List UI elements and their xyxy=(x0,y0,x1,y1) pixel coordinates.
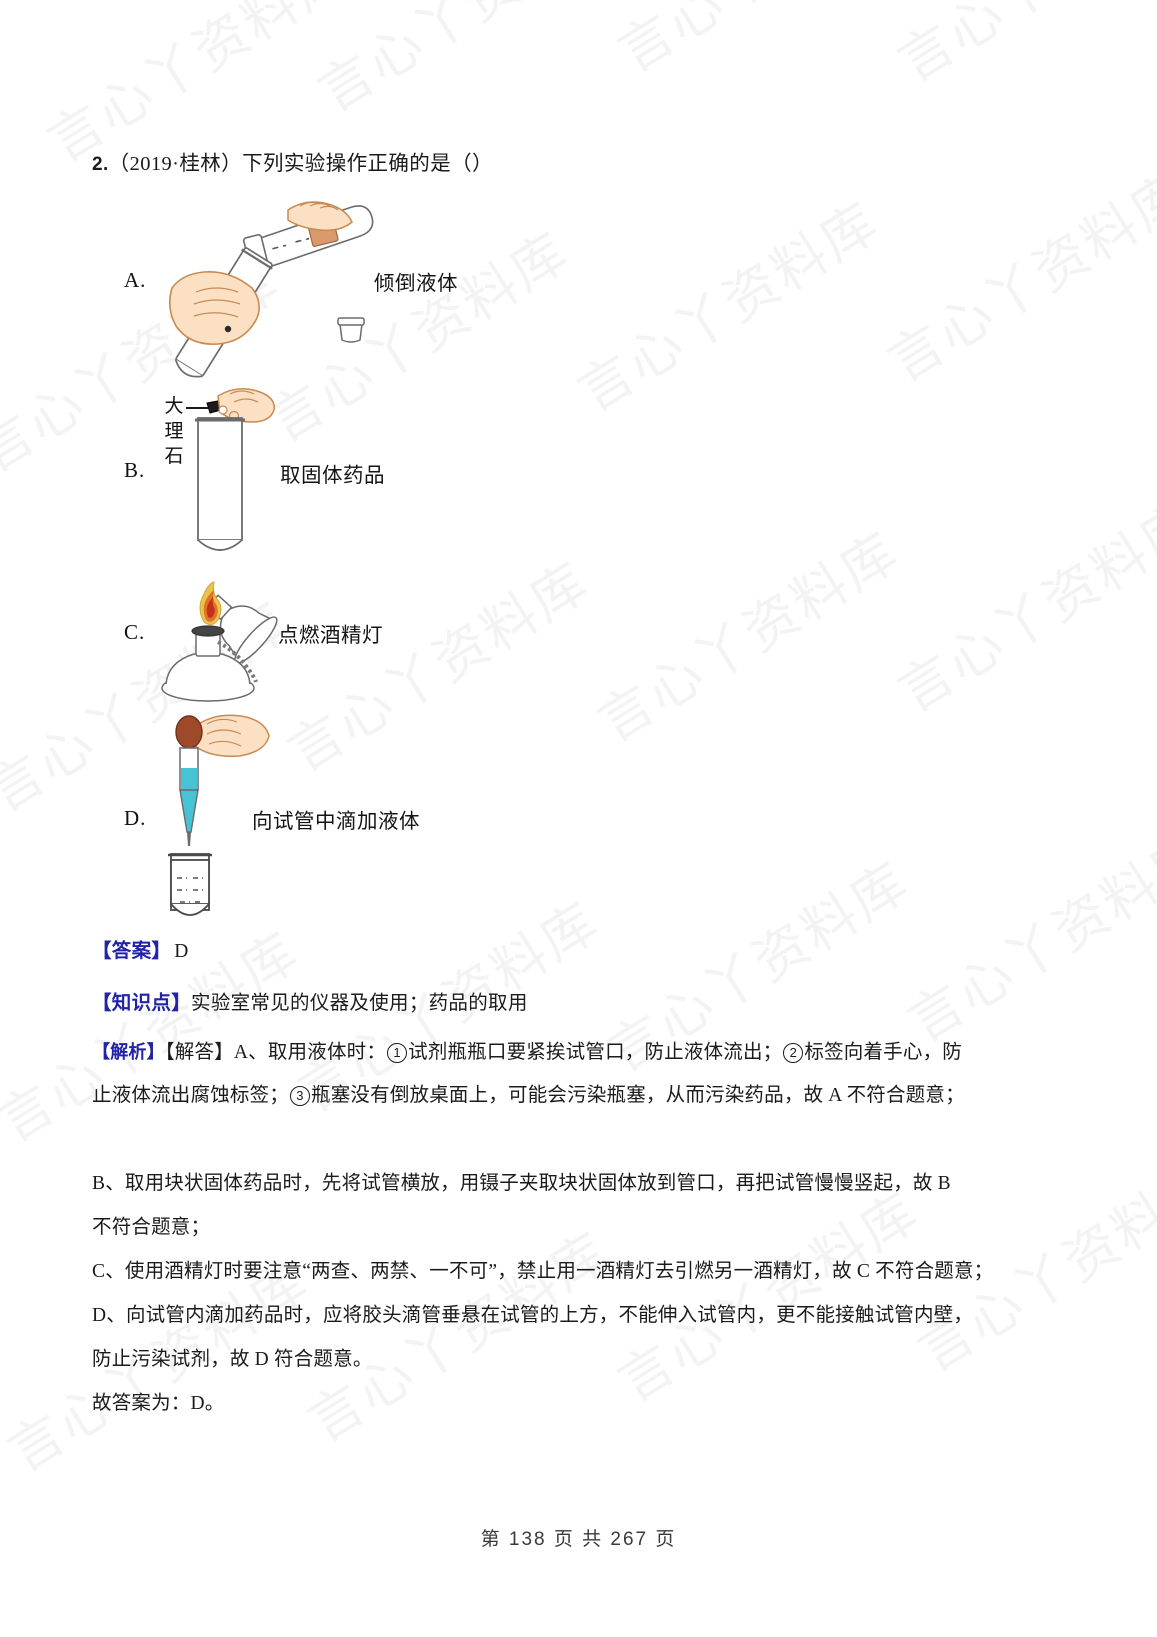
answer-explanation-tag: 【解答】 xyxy=(164,1042,234,1063)
analysis-conclusion: 故答案为：D。 xyxy=(92,1393,225,1414)
circled-number-2: 2 xyxy=(783,1043,804,1063)
question-stem: 2.（2019·桂林）下列实验操作正确的是（） xyxy=(92,146,493,176)
option-b-caption: 取固体药品 xyxy=(280,465,385,487)
figure-lighting-alcohol-lamp xyxy=(150,576,330,702)
analysis-line-b1: B、取用块状固体药品时，先将试管横放，用镊子夹取块状固体放到管口，再把试管慢慢竖… xyxy=(92,1173,951,1194)
analysis-line-c: C、使用酒精灯时要注意“两查、两禁、一不可”，禁止用一酒精灯去引燃另一酒精灯，故… xyxy=(92,1261,994,1282)
option-b-annotation: 大理石 xyxy=(164,396,184,467)
watermark-text: 言心丫资料库 xyxy=(877,161,1157,394)
option-d-caption: 向试管中滴加液体 xyxy=(252,811,420,833)
figure-pouring-liquid xyxy=(160,196,410,378)
option-a-caption: 倾倒液体 xyxy=(374,273,458,295)
option-d-label: D. xyxy=(124,806,147,830)
figure-test-tube-bottom xyxy=(170,859,231,932)
analysis-a-part2: 试剂瓶瓶口要紧挨试管口，防止液体流出； xyxy=(408,1042,783,1063)
answer-line: 【答案】D xyxy=(92,942,189,962)
analysis-a2-part2: 瓶塞没有倒放桌面上，可能会污染瓶塞，从而污染药品，故 A 不符合题意； xyxy=(311,1085,965,1106)
question-number: 2. xyxy=(92,154,109,175)
answer-value: D xyxy=(174,941,189,962)
circled-number-3: 3 xyxy=(290,1086,311,1106)
watermark-text: 言心丫资料库 xyxy=(567,191,890,424)
option-a-label: A. xyxy=(124,268,147,292)
option-b-label: B. xyxy=(124,458,146,482)
watermark-text: 言心丫资料库 xyxy=(887,491,1157,724)
question-text: 下列实验操作正确的是（） xyxy=(242,153,493,175)
figure-taking-solid-reagent xyxy=(186,384,370,564)
knowledge-value: 实验室常见的仪器及使用；药品的取用 xyxy=(191,993,528,1014)
option-c-label: C. xyxy=(124,620,146,644)
knowledge-line: 【知识点】实验室常见的仪器及使用；药品的取用 xyxy=(92,994,528,1014)
analysis-a-part1: A、取用液体时： xyxy=(233,1042,387,1063)
knowledge-tag: 【知识点】 xyxy=(92,993,192,1014)
question-source: （2019·桂林） xyxy=(108,153,243,175)
watermark-text: 言心丫资料库 xyxy=(600,0,932,87)
analysis-line-d1: D、向试管内滴加药品时，应将胶头滴管垂悬在试管的上方，不能伸入试管内，更不能接触… xyxy=(92,1305,974,1326)
circled-number-1: 1 xyxy=(387,1043,408,1063)
watermark-text: 言心丫资料库 xyxy=(587,521,910,754)
watermark-text: 言心丫资料库 xyxy=(307,0,630,124)
page-footer: 第 138 页 共 267 页 xyxy=(480,1529,677,1550)
analysis-a2-part1: 止液体流出腐蚀标签； xyxy=(92,1085,290,1106)
analysis-tag: 【解析】 xyxy=(92,1042,165,1062)
analysis-line-d2: 防止污染试剂，故 D 符合题意。 xyxy=(92,1349,373,1370)
analysis-a-part3: 标签向着手心，防 xyxy=(804,1042,962,1063)
analysis-line-b2: 不符合题意； xyxy=(92,1217,211,1238)
watermark-text: 言心丫资料库 xyxy=(897,821,1157,1054)
option-c-caption: 点燃酒精灯 xyxy=(278,625,383,647)
answer-tag: 【答案】 xyxy=(92,941,172,962)
watermark-text: 言心丫资料库 xyxy=(880,0,1157,97)
